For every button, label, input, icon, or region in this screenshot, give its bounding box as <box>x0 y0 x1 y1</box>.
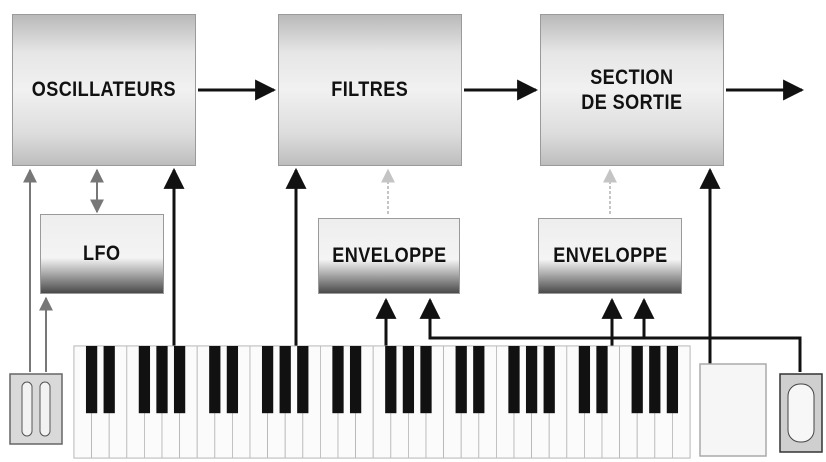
output-envelope-label: ENVELOPPE <box>552 244 668 268</box>
black-key <box>226 346 239 414</box>
output-envelope-block: ENVELOPPE <box>538 218 682 294</box>
black-key <box>666 346 679 414</box>
black-key <box>349 346 362 414</box>
mod-wheel <box>39 381 51 437</box>
black-key <box>525 346 538 414</box>
piano-keyboard <box>73 345 691 459</box>
filter-envelope-label: ENVELOPPE <box>331 244 447 268</box>
black-key <box>279 346 291 414</box>
black-key <box>473 346 485 414</box>
black-key <box>631 346 643 414</box>
black-key <box>596 346 608 414</box>
black-key <box>543 346 555 414</box>
lfo-block: LFO <box>40 214 164 294</box>
oscillators-label: OSCILLATEURS <box>31 78 177 102</box>
modulation-wheels <box>9 373 63 445</box>
black-key <box>332 346 344 414</box>
black-key <box>85 346 98 414</box>
output-label-line2: DE SORTIE <box>581 91 683 114</box>
black-key <box>173 346 186 414</box>
lfo-label: LFO <box>83 242 121 266</box>
black-key <box>156 346 168 414</box>
expression-pedal <box>699 363 767 457</box>
filter-envelope-block: ENVELOPPE <box>318 218 460 294</box>
pedal-trigger-line <box>419 297 802 372</box>
output-label-line1: SECTION <box>590 65 674 89</box>
black-key <box>103 346 115 414</box>
black-key <box>420 346 432 414</box>
black-key <box>402 346 415 414</box>
black-key <box>138 346 151 414</box>
black-key <box>261 346 274 414</box>
black-key <box>455 346 467 414</box>
black-key <box>385 346 397 414</box>
output-section-label: SECTION DE SORTIE <box>581 65 682 115</box>
black-key <box>649 346 661 414</box>
oscillators-block: OSCILLATEURS <box>12 14 196 166</box>
filters-block: FILTRES <box>278 14 462 166</box>
black-key <box>209 346 221 414</box>
pitch-wheel <box>21 381 33 437</box>
sustain-pedal <box>779 373 823 453</box>
black-key <box>297 346 309 414</box>
filters-label: FILTRES <box>331 78 409 102</box>
black-key <box>508 346 520 414</box>
black-key <box>578 346 591 414</box>
output-section-block: SECTION DE SORTIE <box>540 14 724 166</box>
